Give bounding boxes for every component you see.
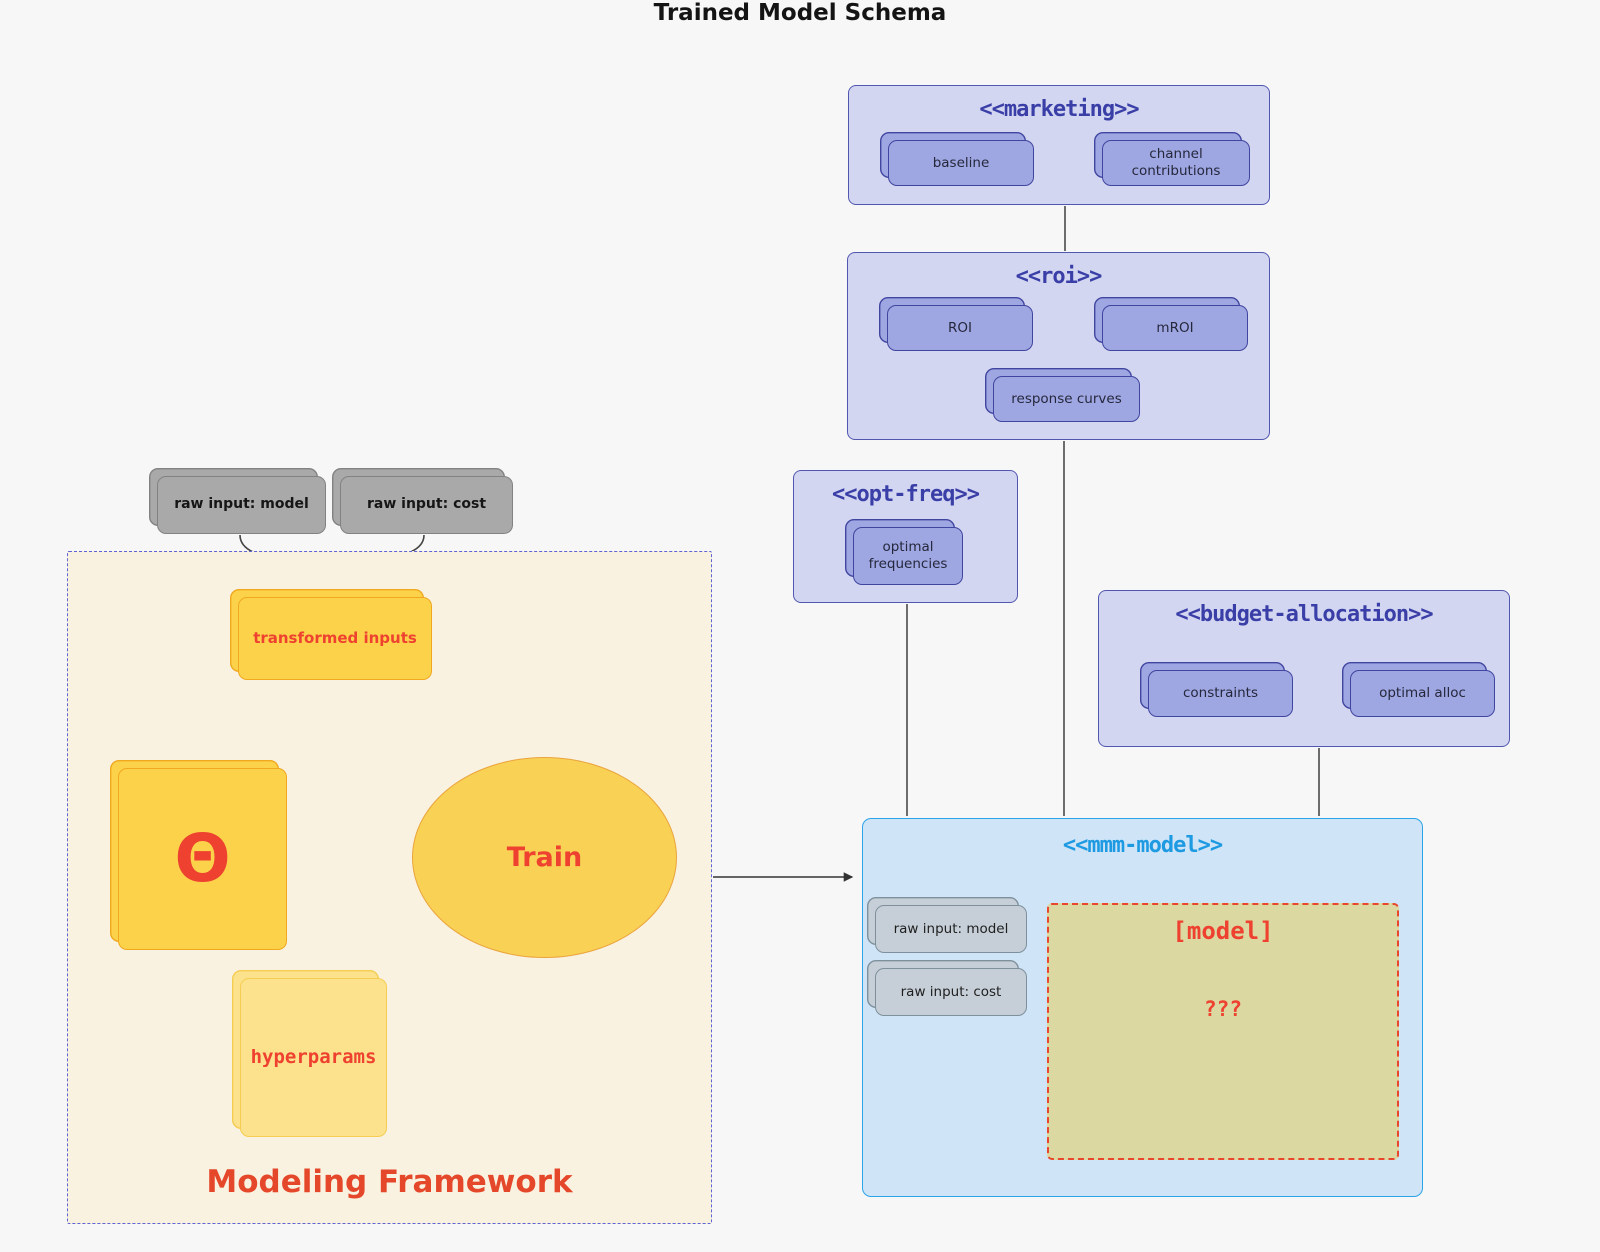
baseline-node: baseline [888, 140, 1034, 186]
raw-input-model-label-mmm: raw input: model [893, 920, 1009, 937]
hyperparams-label: hyperparams [250, 1045, 377, 1068]
optimal-alloc-node: optimal alloc [1350, 670, 1495, 717]
raw-input-cost-label: raw input: cost [366, 496, 487, 513]
constraints-node: constraints [1148, 670, 1293, 717]
model-box-placeholder: ??? [1204, 997, 1242, 1021]
budget-allocation-title: <<budget-allocation>> [1175, 602, 1433, 627]
page-title: Trained Model Schema [653, 0, 947, 26]
baseline-label: baseline [932, 154, 990, 171]
mroi-node: mROI [1102, 305, 1248, 351]
raw-input-model-label: raw input: model [174, 496, 309, 513]
train-label: Train [506, 842, 583, 873]
theta-label: Θ [174, 819, 231, 897]
marketing-title: <<marketing>> [979, 97, 1139, 122]
mroi-label: mROI [1156, 319, 1194, 336]
budget-allocation-container: <<budget-allocation>> [1098, 590, 1510, 747]
optimal-frequencies-label: optimal frequencies [868, 539, 948, 572]
modeling-framework-label: Modeling Framework [206, 1164, 573, 1200]
hyperparams-node: hyperparams [240, 978, 387, 1137]
raw-input-cost-label-mmm: raw input: cost [900, 983, 1002, 1000]
theta-node: Θ [118, 768, 287, 950]
raw-input-cost-node-mmm: raw input: cost [875, 968, 1027, 1016]
optimal-alloc-label: optimal alloc [1379, 685, 1466, 702]
transformed-inputs-label: transformed inputs [253, 629, 417, 648]
constraints-label: constraints [1182, 685, 1259, 702]
roi-label: ROI [948, 319, 972, 336]
channel-contributions-node: channel contributions [1102, 140, 1250, 186]
raw-input-model-node: raw input: model [157, 476, 326, 534]
response-curves-label: response curves [1011, 390, 1122, 407]
mmm-model-title: <<mmm-model>> [1062, 833, 1223, 858]
response-curves-node: response curves [993, 376, 1140, 422]
model-box: [model] ??? [1047, 903, 1399, 1160]
opt-freq-title: <<opt-freq>> [832, 482, 980, 507]
roi-node: ROI [887, 305, 1033, 351]
optimal-frequencies-node: optimal frequencies [853, 527, 963, 585]
model-box-label: [model] [1172, 917, 1274, 945]
train-ellipse: Train [412, 757, 677, 958]
channel-contributions-label: channel contributions [1131, 146, 1221, 179]
roi-title: <<roi>> [1015, 264, 1103, 289]
transformed-inputs-node: transformed inputs [238, 597, 432, 680]
raw-input-cost-node: raw input: cost [340, 476, 513, 534]
raw-input-model-node-mmm: raw input: model [875, 905, 1027, 953]
